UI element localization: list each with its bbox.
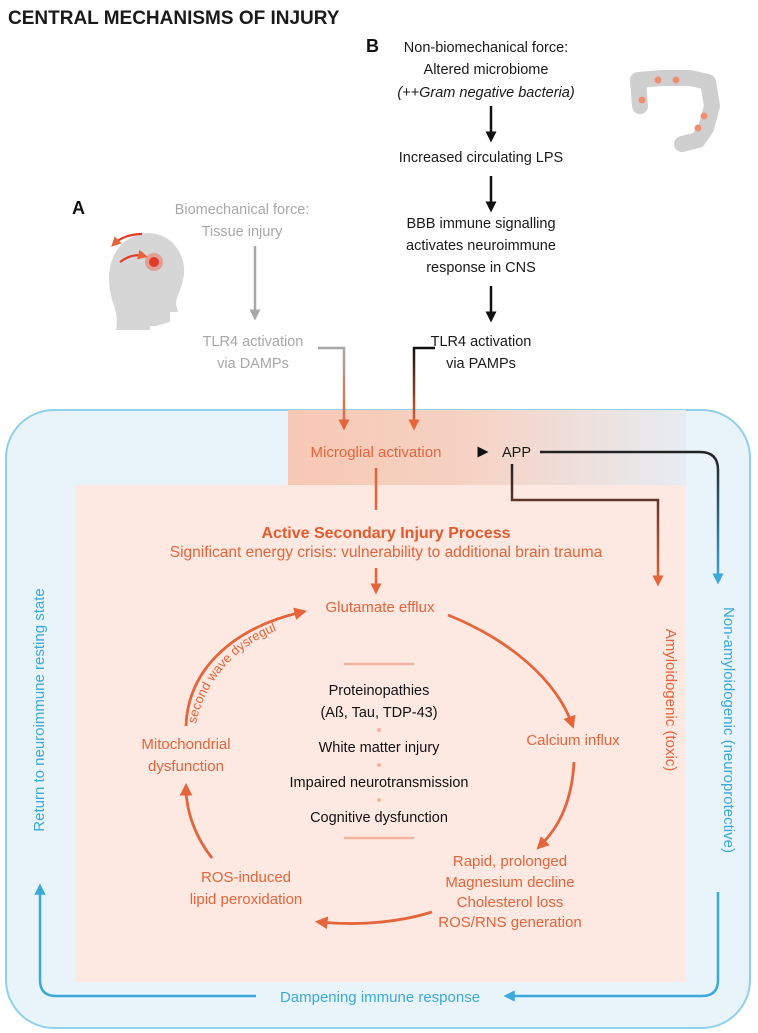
cycle-mito-line2: dysfunction — [148, 758, 224, 775]
panel-a-tlr4-line1: TLR4 activation — [203, 334, 304, 350]
panel-b-force-line3: (++Gram negative bacteria) — [397, 85, 574, 101]
center-item1-line2: (Aß, Tau, TDP-43) — [320, 705, 437, 721]
head-injury-icon — [109, 232, 185, 330]
intestine-icon — [630, 70, 720, 152]
center-item4: Cognitive dysfunction — [310, 810, 448, 826]
center-dot-2 — [377, 763, 381, 767]
page-title: CENTRAL MECHANISMS OF INJURY — [8, 8, 340, 29]
panel-a-tlr4-line2: via DAMPs — [217, 356, 289, 372]
arc-mito-glutamate — [184, 607, 307, 727]
center-item2: White matter injury — [319, 740, 441, 756]
panel-b-tlr4-line2: via PAMPs — [446, 356, 516, 372]
cycle-mito-line1: Mitochondrial — [141, 736, 230, 753]
connector-app-nonamyloid — [540, 450, 724, 585]
center-item3: Impaired neurotransmission — [290, 775, 469, 791]
non-amyloidogenic-label: Non-amyloidogenic (neuroprotective) — [720, 607, 737, 853]
panel-b-step2-line3: response in CNS — [426, 260, 536, 276]
return-resting-label: Return to neuroimmune resting state — [31, 588, 48, 831]
secondary-subheading: Significant energy crisis: vulnerability… — [170, 544, 603, 561]
panel-b-tlr4-line1: TLR4 activation — [431, 334, 532, 350]
cycle-glutamate: Glutamate efflux — [326, 599, 435, 616]
panel-b-force-line2: Altered microbiome — [424, 62, 549, 78]
microglial-activation: Microglial activation — [311, 444, 442, 461]
cycle-rapid-line4: ROS/RNS generation — [438, 914, 581, 931]
connector-damps — [318, 346, 350, 431]
panel-b-label: B — [366, 36, 379, 56]
cycle-rapid-line3: Cholesterol loss — [457, 894, 564, 911]
panel-b-force-line1: Non-biomechanical force: — [404, 40, 568, 56]
panel-a-label: A — [72, 198, 85, 218]
panel-a-force-line2: Tissue injury — [202, 224, 284, 240]
secondary-injury-box — [75, 485, 686, 982]
panel-a-force-line1: Biomechanical force: — [175, 202, 310, 218]
connector-dampening-left — [34, 883, 256, 998]
arc-glutamate-calcium — [447, 613, 576, 729]
connector-pamps — [408, 346, 435, 431]
dampening-label: Dampening immune response — [280, 989, 480, 1006]
arc-ros-mito — [179, 782, 214, 859]
panel-b-step2-line2: activates neuroimmune — [406, 238, 556, 254]
center-item1-line1: Proteinopathies — [329, 683, 430, 699]
secondary-heading: Active Secondary Injury Process — [262, 525, 511, 542]
cycle-ros-line2: lipid peroxidation — [190, 891, 303, 908]
center-dot-3 — [377, 798, 381, 802]
amyloidogenic-label: Amyloidogenic (toxic) — [662, 629, 679, 772]
panel-b-step2-line1: BBB immune signalling — [406, 216, 555, 232]
connector-nonamyloid-down — [503, 892, 720, 1002]
center-dot-1 — [377, 728, 381, 732]
cycle-ros-line1: ROS-induced — [201, 869, 291, 886]
cycle-rapid-line1: Rapid, prolonged — [453, 853, 567, 870]
panel-b-step1: Increased circulating LPS — [399, 150, 563, 166]
arc-rapid-ros — [314, 910, 433, 930]
arc-calcium-rapid — [536, 761, 576, 850]
app-label: APP — [502, 445, 531, 461]
cycle-rapid-line2: Magnesium decline — [445, 874, 574, 891]
connector-app-amyloid — [510, 464, 664, 587]
cycle-calcium: Calcium influx — [526, 732, 620, 749]
